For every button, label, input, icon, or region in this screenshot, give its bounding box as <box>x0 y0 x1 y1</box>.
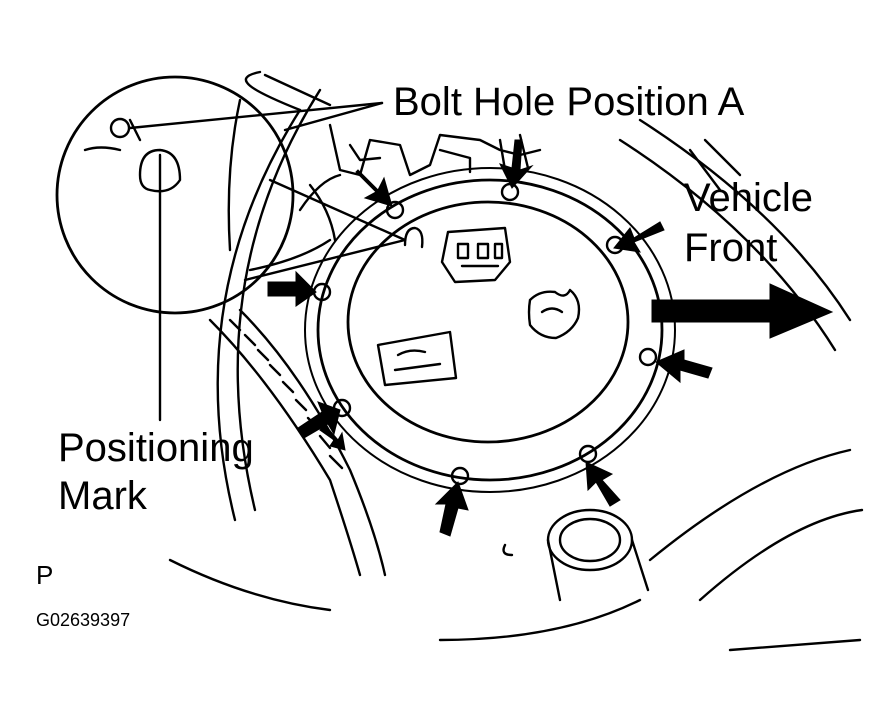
arrow-bolt-7 <box>585 461 621 507</box>
pump-plate <box>346 200 630 444</box>
arrow-bolt-8 <box>434 481 469 537</box>
arrow-bolt-2 <box>499 139 534 189</box>
bolt-1 <box>385 200 405 220</box>
electrical-connector <box>440 226 512 284</box>
arrow-bolt-1 <box>355 169 393 207</box>
outer-retainer-ring <box>304 167 676 493</box>
arrow-bolt-4 <box>267 270 317 307</box>
arrow-bolt-5 <box>655 349 713 384</box>
view-letter: P <box>36 560 54 590</box>
arrow-bolt-3 <box>613 221 665 253</box>
positioning-notch <box>403 226 424 249</box>
magnifier-leader-bottom <box>243 238 407 282</box>
positioning-mark-label-line2: Mark <box>58 474 147 518</box>
tank-body-lines <box>128 70 864 652</box>
bolt-hole-position-label: Bolt Hole Position A <box>393 80 745 124</box>
positioning-mark-label-line1: Positioning <box>58 426 254 470</box>
arrow-bolt-6 <box>297 401 341 439</box>
bolt-arrows <box>267 139 713 537</box>
vehicle-front-arrow <box>651 283 834 339</box>
detail-notch <box>138 148 182 193</box>
outer-flange-ring <box>316 178 664 482</box>
bolt-hole-detail <box>109 117 131 139</box>
bolt-8 <box>450 466 470 486</box>
figure-id: G02639397 <box>36 610 131 630</box>
bolt-2 <box>500 182 520 202</box>
arrow-positioning-mark <box>319 424 346 451</box>
magnifier-leader-top <box>268 178 407 242</box>
detail-edge-line-2 <box>83 146 122 152</box>
bolt-5 <box>638 347 658 367</box>
filler-neck <box>502 508 650 602</box>
detail-magnifier <box>55 75 295 315</box>
vehicle-front-label-line2: Front <box>684 226 778 270</box>
fuel-fitting <box>527 288 581 340</box>
bolt-7 <box>578 444 598 464</box>
gasket-tag <box>376 330 458 387</box>
detail-edge-line <box>227 98 242 252</box>
vehicle-front-label-line1: Vehicle <box>684 176 813 220</box>
bolt-hole-leader-2 <box>283 101 384 132</box>
bolt-hole-leader-1 <box>128 101 384 130</box>
